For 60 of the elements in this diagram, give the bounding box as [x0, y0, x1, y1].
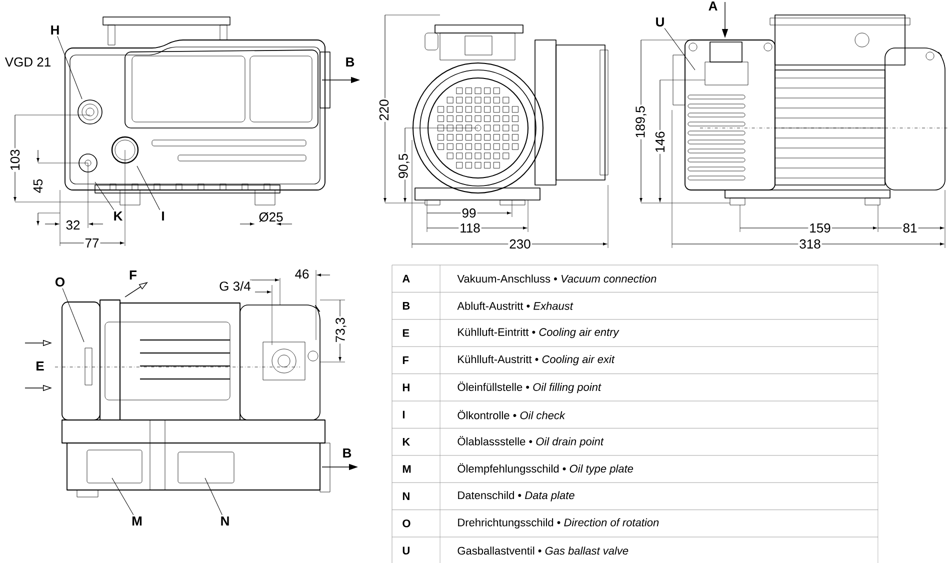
callout-letter: U: [656, 17, 664, 27]
model-label: VGD 21: [4, 56, 52, 68]
table-cell: Ölkontrolle • Oil check: [458, 410, 566, 420]
flow-letter: F: [128, 270, 138, 280]
dimension-label: G 3/4: [218, 280, 252, 292]
flow-letter: B: [341, 448, 353, 458]
dimension-label: 146: [654, 130, 666, 154]
dimension-label: 189,5: [634, 104, 648, 140]
dimension-label: 73,3: [334, 316, 348, 344]
table-cell: Ölempfehlungsschild • Oil type plate: [458, 463, 634, 475]
leader-line: [204, 478, 222, 516]
callout-letter: O: [55, 277, 65, 287]
table-cell: E: [402, 329, 410, 337]
table-cell: Öleinfüllstelle • Oil filling point: [458, 382, 602, 394]
flow-letter: B: [344, 56, 356, 68]
dimension-label: 32: [64, 219, 82, 231]
dimension-label: 45: [32, 178, 44, 194]
callout-letter: N: [221, 516, 229, 526]
callout-letter: K: [114, 212, 123, 220]
callout-letter: H: [51, 26, 59, 34]
dimension-label: 159: [808, 222, 832, 234]
dimension-label: 90,5: [398, 152, 410, 180]
dimension-label: 81: [902, 222, 918, 234]
dimension-label: 99: [460, 207, 478, 219]
table-cell: H: [402, 384, 410, 392]
table-cell: F: [402, 356, 409, 364]
dimension-label: 318: [798, 238, 822, 250]
table-cell: I: [402, 410, 405, 418]
leader-line: [62, 288, 84, 342]
flow-letter: E: [34, 360, 46, 372]
dimension-label: 230: [508, 238, 532, 250]
table-cell: Kühlluft-Austritt • Cooling air exit: [458, 355, 615, 366]
dimension-label: 77: [84, 238, 100, 248]
dimension-label: 46: [294, 268, 310, 280]
leader-line: [57, 36, 82, 100]
dimension-label: 220: [378, 98, 390, 122]
leader-line: [112, 478, 134, 516]
dimension-label: 118: [458, 222, 482, 234]
table-cell: B: [402, 302, 410, 310]
callout-letter: M: [132, 516, 142, 526]
table-cell: M: [402, 465, 411, 473]
table-cell: Datenschild • Data plate: [458, 491, 574, 502]
table-cell: Abluft-Austritt • Exhaust: [457, 302, 574, 310]
dimension-label: 103: [9, 148, 21, 172]
dimension-label: Ø25: [258, 211, 284, 223]
table-cell: Vakuum-Anschluss • Vacuum connection: [457, 274, 656, 283]
table-cell: Gasballastventil • Gas ballast valve: [458, 546, 628, 555]
table-cell: A: [402, 274, 410, 282]
table-cell: Drehrichtungsschild • Direction of rotation: [458, 518, 659, 529]
table-cell: Ölablassstelle • Oil drain point: [458, 436, 604, 448]
table-cell: U: [402, 546, 410, 554]
callout-letter: I: [162, 212, 164, 220]
leader-line: [664, 28, 696, 70]
table-cell: O: [402, 520, 410, 528]
flow-letter: A: [707, 0, 719, 12]
leader-line: [94, 182, 114, 210]
table-cell: N: [402, 492, 410, 500]
table-cell: Kühlluft-Eintritt • Cooling air entry: [458, 328, 620, 338]
table-cell: K: [402, 438, 410, 446]
leader-line: [136, 166, 160, 210]
